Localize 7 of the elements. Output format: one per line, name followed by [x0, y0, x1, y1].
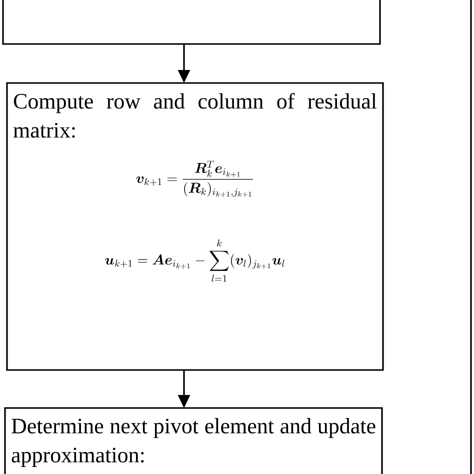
equation: $\bm{v}_{k+1}=\frac{\bm{R}_k^{T}\bm{e}_{i_{k+1}}}{(\bm{R}_k)_{i_{k+1},j_{k+1}}}$: [136, 160, 253, 198]
equation: $\bm{u}_{k+1}=\bm{A}\bm{e}_{i_{k+1}}-\sum_{l=1}^{k}(\bm{v}_l)_{j_{k+1}}\bm{u}_l$: [105, 240, 284, 282]
step-text: Compute row and column of residual matrix:: [13, 93, 377, 138]
step-text: Determine next pivot element and update approximation:: [12, 418, 376, 467]
process-box: [2, 0, 381, 45]
process-box: [6, 82, 384, 371]
process-box: [4, 407, 383, 474]
